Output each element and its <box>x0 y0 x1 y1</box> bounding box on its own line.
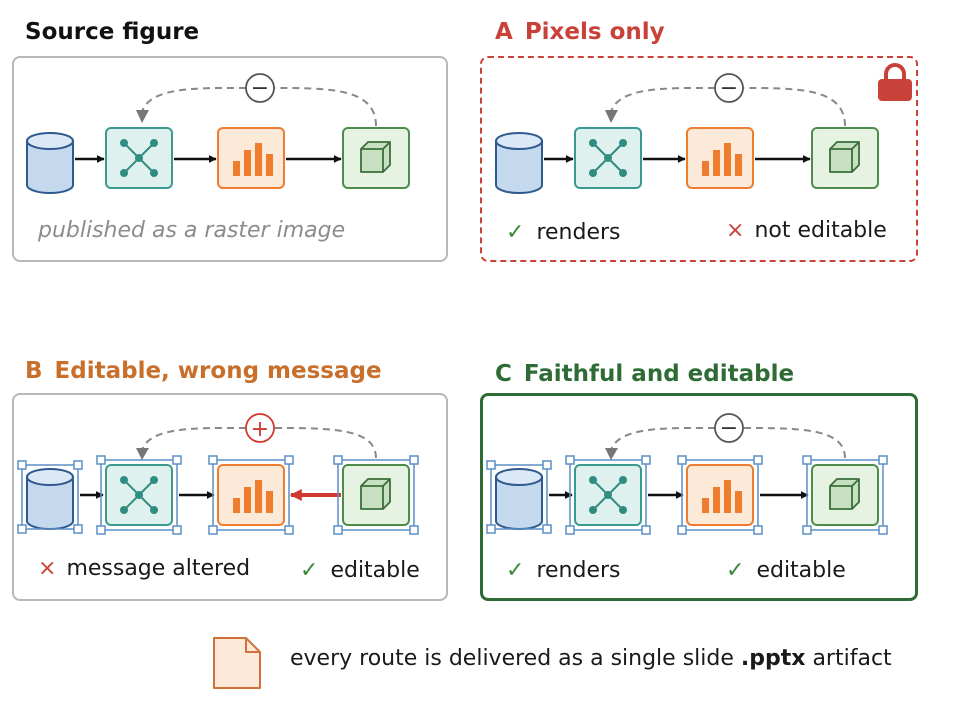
cross-icon: × <box>726 218 745 243</box>
panel-b-cross-status: × message altered <box>38 556 250 581</box>
panel-c-diagram: − <box>486 413 888 535</box>
selection-handles <box>565 455 651 535</box>
selection-handles <box>677 455 763 535</box>
panel-c-check2-text: editable <box>756 558 846 583</box>
plus-loop-symbol: + <box>251 417 269 442</box>
panel-a-cross-text: not editable <box>754 218 887 243</box>
panel-a-cross-status: × not editable <box>726 218 887 243</box>
check-icon: ✓ <box>506 558 525 583</box>
cube-icon <box>342 127 410 189</box>
bar-chart-icon <box>686 464 754 526</box>
feedback-loop-arrow <box>136 426 377 460</box>
cross-icon: × <box>38 556 57 581</box>
cube-icon <box>811 127 879 189</box>
panel-b-cross-text: message altered <box>66 556 251 581</box>
panel-b-title-text: Editable, wrong message <box>54 358 382 384</box>
database-icon <box>26 468 74 530</box>
database-icon <box>26 132 74 194</box>
panel-a-title-text: Pixels only <box>524 19 665 45</box>
database-icon <box>495 132 543 194</box>
panel-b-check-status: ✓ editable <box>300 558 420 583</box>
footer-bold-extension: .pptx <box>740 646 806 671</box>
minus-loop-symbol: − <box>251 76 269 101</box>
selection-handles <box>17 460 83 534</box>
bar-chart-icon <box>217 127 285 189</box>
check-icon: ✓ <box>726 558 745 583</box>
feedback-loop-arrow <box>605 426 846 460</box>
panel-b-title: B Editable, wrong message <box>25 358 382 384</box>
feedback-loop-arrow <box>136 86 377 127</box>
feedback-loop-arrow <box>605 86 846 127</box>
panel-b-check-text: editable <box>330 558 420 583</box>
panel-b-letter: B <box>25 358 43 384</box>
network-node-icon <box>574 127 642 189</box>
panel-c-title-text: Faithful and editable <box>523 361 795 387</box>
footer-text-before: every route is delivered as a single sli… <box>290 646 734 671</box>
minus-loop-badge: − <box>245 73 275 103</box>
minus-loop-symbol: − <box>720 76 738 101</box>
source-diagram: − <box>26 73 410 194</box>
check-icon: ✓ <box>300 558 319 583</box>
selection-handles <box>208 455 294 535</box>
panel-c-letter: C <box>495 361 512 387</box>
panel-a-title: A Pixels only <box>495 19 665 45</box>
cube-icon <box>811 464 879 526</box>
bar-chart-icon <box>217 464 285 526</box>
panel-a-diagram: − <box>495 63 912 194</box>
footer-note: every route is delivered as a single sli… <box>290 646 892 671</box>
check-icon: ✓ <box>506 220 525 245</box>
cube-icon <box>342 464 410 526</box>
panel-c-check-status-editable: ✓ editable <box>726 558 846 583</box>
panel-c-check-status-renders: ✓ renders <box>506 558 620 583</box>
minus-loop-symbol: − <box>720 416 738 441</box>
bar-chart-icon <box>686 127 754 189</box>
panel-b-frame <box>12 393 448 601</box>
panel-c-check1-text: renders <box>536 558 621 583</box>
panel-a-frame <box>480 56 918 262</box>
network-node-icon <box>574 464 642 526</box>
plus-loop-badge: + <box>245 413 275 443</box>
selection-handles <box>333 455 419 535</box>
source-panel-title: Source figure <box>25 19 200 45</box>
network-node-icon <box>105 464 173 526</box>
source-panel-frame <box>12 56 448 262</box>
selection-handles <box>486 460 552 534</box>
panel-a-letter: A <box>495 19 513 45</box>
minus-loop-badge: − <box>714 413 744 443</box>
panel-c-title: C Faithful and editable <box>495 361 794 387</box>
panel-a-check-status: ✓ renders <box>506 220 620 245</box>
document-icon <box>213 637 261 689</box>
selection-handles <box>802 455 888 535</box>
selection-handles <box>96 455 182 535</box>
minus-loop-badge: − <box>714 73 744 103</box>
footer-text-after: artifact <box>812 646 892 671</box>
panel-b-diagram: + <box>17 413 419 535</box>
panel-c-frame <box>480 393 918 601</box>
lock-icon <box>878 63 912 101</box>
panel-a-check-text: renders <box>536 220 621 245</box>
database-icon <box>495 468 543 530</box>
network-node-icon <box>105 127 173 189</box>
source-caption: published as a raster image <box>38 218 346 243</box>
